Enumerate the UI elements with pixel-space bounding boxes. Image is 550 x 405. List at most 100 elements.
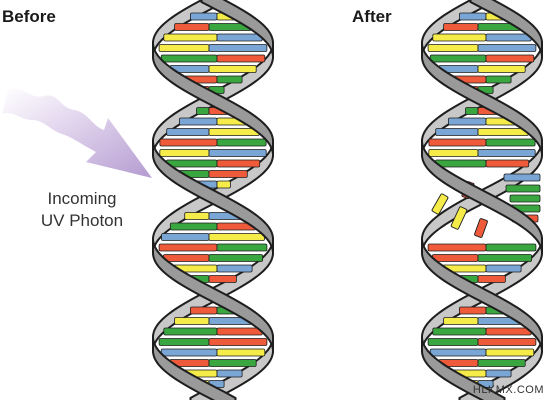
base-left (427, 338, 479, 346)
base-right (208, 233, 265, 241)
base-left (458, 306, 487, 315)
base-left (159, 138, 218, 147)
base-right (216, 138, 267, 147)
base-right (477, 44, 537, 52)
base-right (485, 369, 512, 378)
base-right (477, 338, 537, 346)
base-left (158, 243, 218, 252)
base-left (432, 33, 487, 42)
backbone-strand-front (421, 239, 543, 351)
base-left (427, 243, 487, 252)
base-left (189, 306, 218, 315)
photon-label-line2: UV Photon (40, 211, 124, 230)
base-right (216, 264, 253, 273)
before-label: Before (2, 7, 56, 26)
base-left (158, 44, 210, 52)
backbone-strand-front (469, 0, 543, 57)
watermark: HLKMX.COM (472, 384, 544, 396)
unpaired-base (505, 184, 541, 193)
base-right (477, 149, 536, 157)
base-left (161, 233, 210, 241)
base-left (178, 117, 218, 126)
backbone-strand-front (152, 239, 274, 351)
base-left (458, 12, 487, 21)
backbone-strand-front (152, 337, 237, 405)
damaged-base (450, 206, 468, 230)
backbone-strand-front (152, 141, 274, 253)
unpaired-base (503, 173, 541, 182)
base-right (208, 170, 248, 178)
unpaired-base (509, 194, 541, 203)
base-right (216, 243, 268, 252)
base-right (485, 243, 537, 252)
base-left (160, 348, 218, 357)
base-right (216, 159, 261, 168)
base-left (428, 149, 479, 157)
backbone-strand-front (421, 43, 543, 155)
base-left (428, 138, 487, 147)
base-left (432, 327, 487, 336)
base-right (208, 359, 257, 367)
base-left (429, 348, 487, 357)
base-right (208, 338, 268, 346)
base-right (216, 180, 231, 189)
base-left (184, 212, 210, 220)
base-left (443, 23, 479, 31)
base-left (174, 23, 210, 31)
incoming-uv-photon-label: Incoming UV Photon (22, 188, 142, 232)
base-right (208, 44, 268, 52)
damaged-base (474, 218, 488, 238)
base-right (208, 275, 237, 283)
base-right (477, 359, 526, 367)
backbone-strand-front (200, 0, 274, 57)
base-left (434, 159, 487, 168)
base-left (163, 33, 218, 42)
base-left (447, 117, 487, 126)
uv-photon-icon (2, 88, 152, 178)
base-right (216, 327, 263, 336)
base-left (435, 128, 479, 136)
base-left (431, 254, 479, 262)
base-right (208, 149, 267, 157)
base-left (427, 44, 479, 52)
base-left (163, 327, 218, 336)
base-left (443, 317, 479, 325)
base-right (216, 75, 243, 84)
after-label: After (352, 7, 392, 26)
base-right (485, 264, 522, 273)
base-right (485, 54, 535, 63)
backbone-strand-front (421, 141, 543, 253)
base-left (160, 54, 218, 63)
base-right (485, 75, 512, 84)
photon-label-line1: Incoming (47, 189, 117, 208)
base-right (485, 348, 535, 357)
base-right (477, 275, 506, 283)
base-right (485, 33, 532, 42)
base-left (189, 12, 218, 21)
base-right (477, 128, 529, 136)
dna-helix-before (152, 0, 274, 405)
backbone-strand-front (152, 43, 274, 155)
base-left (174, 317, 210, 325)
backbone-strand-front (421, 337, 506, 405)
base-right (216, 54, 266, 63)
base-left (158, 338, 210, 346)
base-right (208, 254, 263, 262)
base-right (216, 369, 243, 378)
base-left (429, 54, 487, 63)
base-left (465, 107, 479, 115)
base-right (216, 33, 263, 42)
base-right (208, 128, 260, 136)
damaged-base (431, 193, 449, 215)
base-right (208, 65, 257, 73)
base-left (196, 107, 210, 115)
base-right (216, 348, 266, 357)
base-right (485, 327, 532, 336)
base-right (485, 159, 530, 168)
base-right (477, 65, 526, 73)
base-left (165, 159, 218, 168)
base-left (166, 128, 210, 136)
base-left (159, 149, 210, 157)
